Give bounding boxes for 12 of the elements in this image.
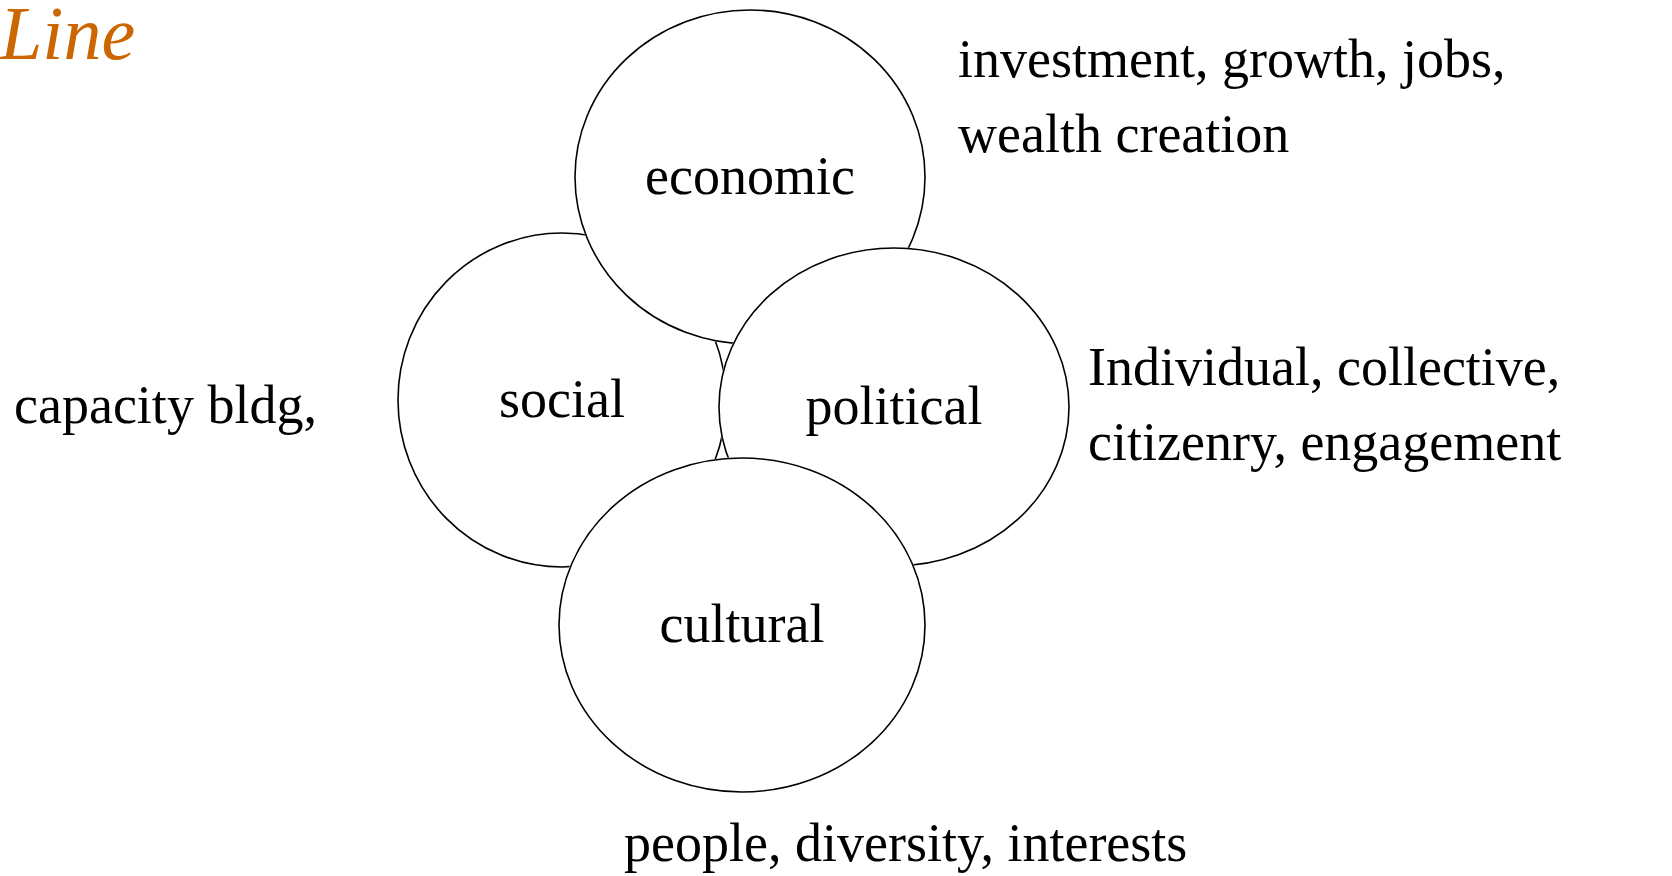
circle-node — [397, 232, 727, 568]
circle-label: social — [499, 370, 625, 430]
description-text: investment, growth, jobs, wealth creation — [958, 28, 1507, 166]
circle-label: cultural — [659, 595, 825, 655]
description-text: Individual, collective, citizenry, engagement — [1088, 336, 1563, 474]
description-text: people, diversity, interests — [624, 812, 1189, 875]
circle-label: political — [805, 377, 983, 437]
circle-node — [718, 247, 1070, 567]
circle-label: economic — [645, 147, 855, 207]
description-text: capacity bldg, — [14, 374, 318, 437]
circle-node — [574, 9, 926, 345]
circle-node — [558, 457, 926, 793]
